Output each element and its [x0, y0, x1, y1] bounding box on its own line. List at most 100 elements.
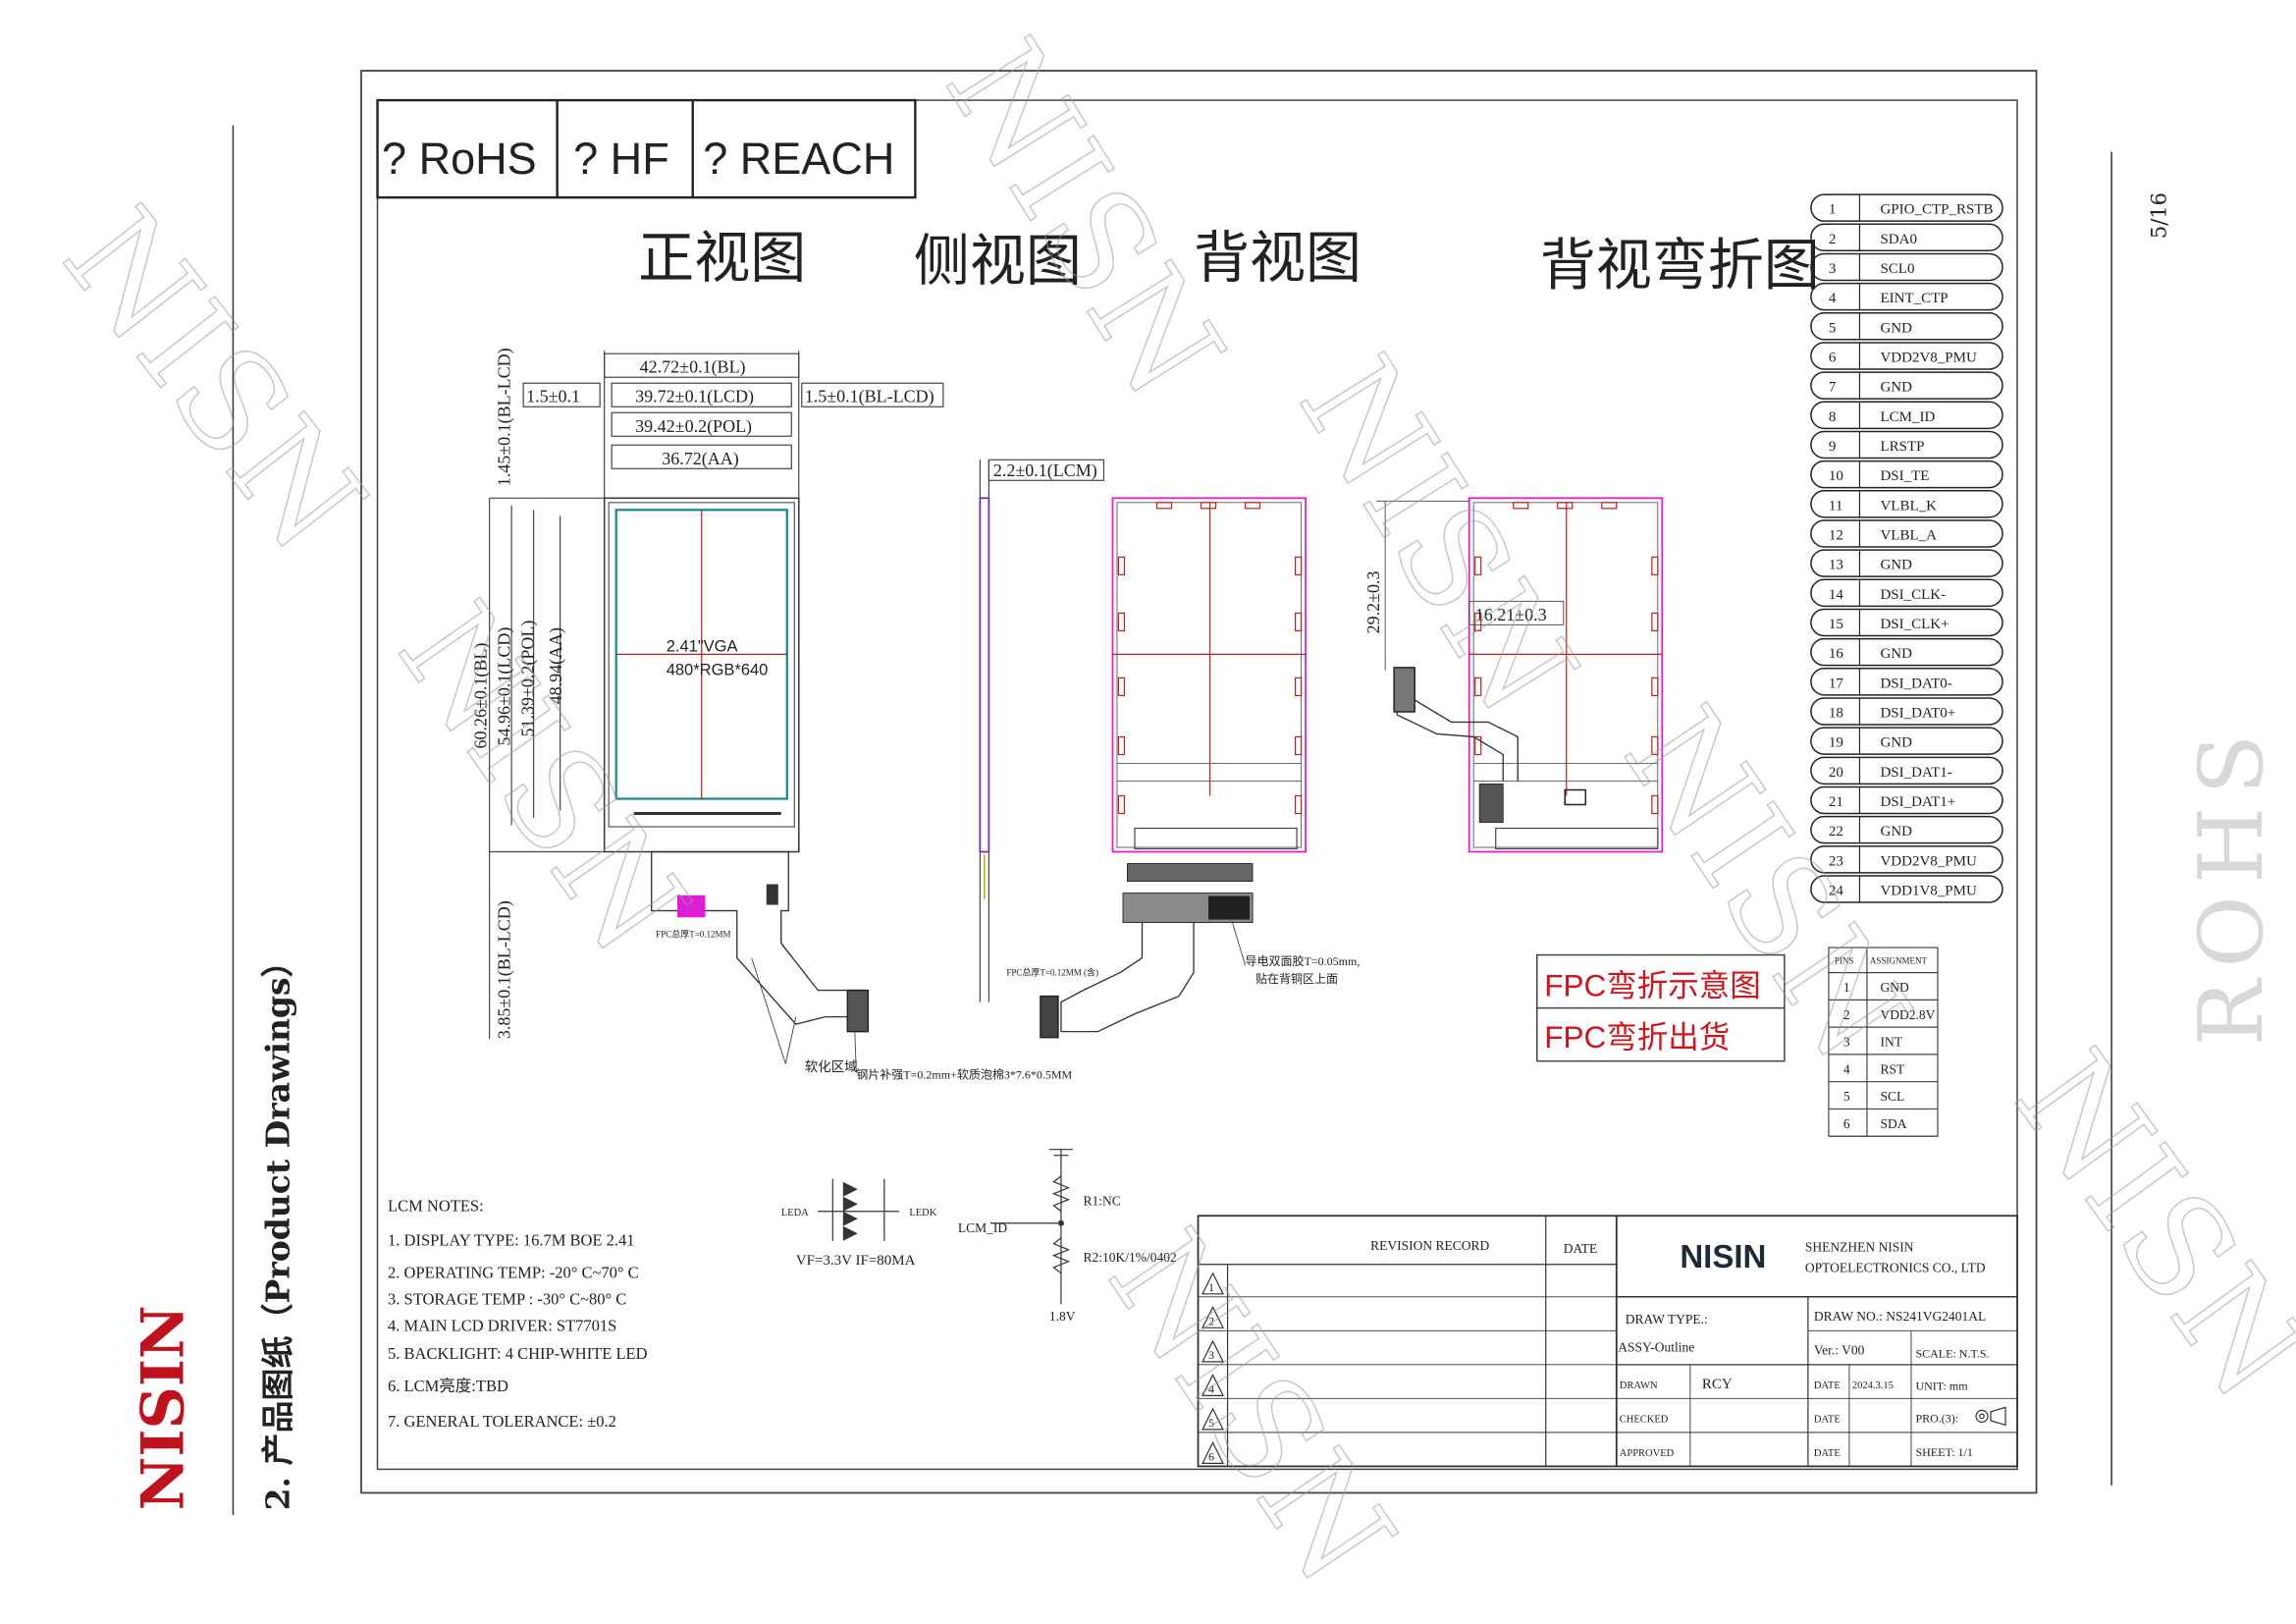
pin-signal: VDD2V8_PMU: [1880, 853, 1977, 869]
title-block: REVISION RECORD DATE NISIN SHENZHEN NISI…: [1197, 1215, 2018, 1468]
pin-number: 12: [1829, 527, 1843, 543]
revision-mark-number: 6: [1208, 1449, 1214, 1463]
company-name-2: OPTOELECTRONICS CO., LTD: [1805, 1260, 1986, 1274]
backlight-circuit: LEDA LEDK VF=3.3V IF=80MA LCM_ID R1:NC R…: [781, 1149, 1177, 1324]
pin-signal: VDD2V8_PMU: [1880, 350, 1977, 365]
outer-frame: [360, 70, 2038, 1494]
dim-width-pol: 39.42±0.2(POL): [635, 416, 752, 437]
checked-date-label: DATE: [1814, 1414, 1841, 1425]
v18-label: 1.8V: [1049, 1309, 1076, 1324]
dim-height-bl: 60.26±0.1(BL): [471, 643, 492, 749]
revision-triangle-icon: 2: [1201, 1305, 1225, 1328]
revision-triangle-icon: 3: [1201, 1339, 1225, 1363]
revision-mark-number: 4: [1208, 1381, 1214, 1395]
note-item: 5. BACKLIGHT: 4 CHIP-WHITE LED: [388, 1344, 648, 1363]
dim-height-pol: 51.39±0.2(POL): [518, 621, 539, 737]
pin-signal: GND: [1880, 320, 1912, 336]
notes-title: LCM NOTES:: [388, 1197, 484, 1216]
conductive-tape-note-2: 贴在背铜区上面: [1255, 971, 1338, 986]
pin-signal: EINT_CTP: [1880, 291, 1948, 306]
pin-number: 13: [1829, 558, 1843, 573]
pin-signal: LCM_ID: [1880, 409, 1935, 425]
revision-triangle-icon: 1: [1201, 1272, 1225, 1295]
note-item: 2. OPERATING TEMP: -20° C~70° C: [388, 1263, 639, 1281]
back-bent-view: 29.2±0.3 16.21±0.3: [1363, 497, 1664, 853]
draw-type-value: ASSY-Outline: [1618, 1339, 1694, 1354]
revision-record-header: REVISION RECORD: [1370, 1238, 1489, 1253]
pin-number: 9: [1829, 439, 1837, 455]
approved-label: APPROVED: [1620, 1448, 1675, 1459]
watermark-text: NISN: [33, 181, 394, 580]
revision-marks: 1 2 3 4 5 6: [1201, 1272, 1225, 1465]
stiffener-note: 钢片补强T=0.2mm+软质泡棉3*7.6*0.5MM: [856, 1068, 1072, 1082]
display-size-label: 2.41"VGA: [667, 637, 738, 655]
revision-triangle-icon: 5: [1201, 1407, 1225, 1431]
dim-margin-right: 1.5±0.1(BL-LCD): [805, 387, 934, 407]
leda-label: LEDA: [781, 1208, 809, 1218]
r1-label: R1:NC: [1083, 1194, 1120, 1209]
pin-signal: DSI_DAT0-: [1880, 676, 1951, 691]
dim-height-lcd: 54.96±0.1(LCD): [495, 627, 515, 746]
pin-signal: DSI_CLK+: [1880, 617, 1949, 632]
pin-number: 1: [1829, 202, 1837, 218]
side-view: 2.2±0.1(LCM): [979, 459, 1105, 1002]
revision-mark-number: 1: [1208, 1280, 1214, 1294]
checked-label: CHECKED: [1620, 1414, 1669, 1425]
ctp-pin-assignment: GND: [1880, 980, 1908, 995]
approved-date-label: DATE: [1814, 1448, 1841, 1459]
drawn-label: DRAWN: [1620, 1380, 1658, 1391]
pin-number: 2: [1829, 232, 1837, 247]
projection-symbol-icon: [1975, 1406, 2006, 1427]
ctp-pin-number: 4: [1843, 1061, 1850, 1076]
pin-signal: VDD1V8_PMU: [1880, 884, 1977, 899]
pin-signal: VLBL_K: [1880, 498, 1937, 514]
brand-vertical: NISIN: [129, 1305, 197, 1510]
page-number: 5/16: [2147, 192, 2171, 239]
scale: SCALE: N.T.S.: [1915, 1346, 1989, 1360]
ledk-label: LEDK: [909, 1208, 936, 1218]
ctp-pin-number: 5: [1843, 1089, 1850, 1104]
pin-signal: SCL0: [1880, 261, 1914, 277]
version: Ver.: V00: [1814, 1342, 1865, 1357]
pin-number: 10: [1829, 468, 1843, 484]
dim-width-lcd: 39.72±0.1(LCD): [635, 387, 754, 407]
draw-type-label: DRAW TYPE.:: [1626, 1312, 1708, 1326]
pin-number: 14: [1829, 587, 1844, 603]
lcm-id-label: LCM_ID: [958, 1220, 1008, 1235]
ctp-pin-number: 3: [1843, 1035, 1850, 1050]
pin-signal: VLBL_A: [1880, 527, 1937, 543]
pin-number: 21: [1829, 794, 1843, 810]
rohs-vertical: ROHS: [2180, 723, 2283, 1047]
pin-row: 12 VLBL_A: [1810, 519, 2003, 548]
side-view-title: 侧视图: [914, 229, 1082, 294]
led-spec: VF=3.3V IF=80MA: [796, 1253, 916, 1269]
revision-triangle-icon: 6: [1201, 1441, 1225, 1465]
dim-bottom-bl-lcd: 3.85±0.1(BL-LCD): [495, 900, 515, 1039]
note-item: 4. MAIN LCD DRIVER: ST7701S: [388, 1316, 616, 1334]
pin-row: 17 DSI_DAT0-: [1810, 668, 2003, 696]
pin-number: 17: [1829, 676, 1844, 691]
note-item: 6. LCM亮度:TBD: [388, 1377, 508, 1395]
dim-bent-width: 16.21±0.3: [1475, 605, 1547, 624]
watermark-text: NISN: [1079, 1205, 1424, 1611]
watermark-text: NISN: [916, 15, 1254, 424]
section-title: 2. 产品图纸（Product Drawings）: [258, 945, 296, 1510]
pin-signal: SDA0: [1880, 232, 1917, 247]
dim-width-aa: 36.72(AA): [662, 449, 739, 469]
rohs-label: ? RoHS: [382, 134, 537, 184]
date-header: DATE: [1564, 1241, 1598, 1256]
